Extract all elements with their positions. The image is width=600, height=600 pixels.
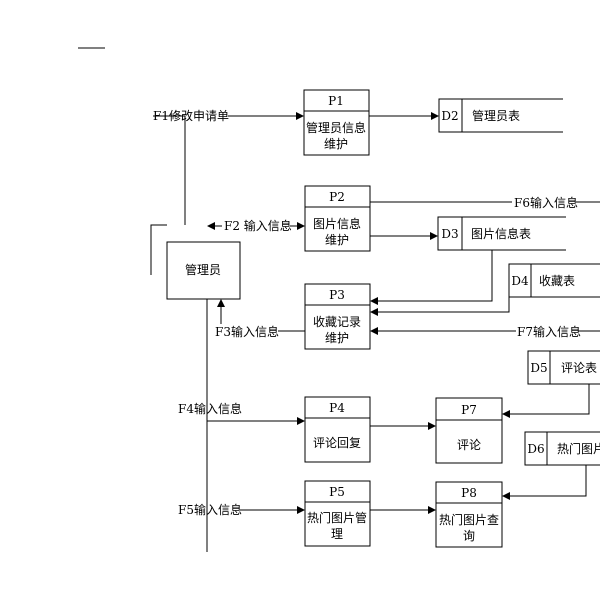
flow-f2: F2 输入信息 <box>207 218 305 233</box>
p5-label-1: 热门图片管 <box>307 510 367 525</box>
process-p8[interactable]: P8 热门图片查 询 <box>435 481 503 548</box>
process-p1[interactable]: P1 管理员信息 维护 <box>303 89 370 156</box>
p1-id: P1 <box>328 94 344 108</box>
d2-name: 管理员表 <box>472 108 520 123</box>
flow-f1-label: F1修改申请单 <box>153 108 229 123</box>
flow-p5-p8 <box>370 506 436 514</box>
process-p4[interactable]: P4 评论回复 <box>304 396 371 463</box>
p1-label-2: 维护 <box>324 137 348 151</box>
p5-label-2: 理 <box>331 527 343 541</box>
p8-id: P8 <box>461 486 477 500</box>
flow-p4-p7 <box>370 422 436 430</box>
flow-p1-d2 <box>369 112 439 120</box>
process-p3[interactable]: P3 收藏记录 维护 <box>304 283 371 350</box>
process-p5[interactable]: P5 热门图片管 理 <box>304 480 371 547</box>
p5-id: P5 <box>329 485 345 499</box>
flow-f3: F3输入信息 <box>214 299 305 339</box>
p1-label-1: 管理员信息 <box>306 120 366 135</box>
d6-name: 热门图片 <box>557 441 600 456</box>
store-d5[interactable]: D5 评论表 <box>527 350 600 385</box>
process-p2[interactable]: P2 图片信息 维护 <box>304 185 371 252</box>
store-d4[interactable]: D4 收藏表 <box>508 263 600 298</box>
flow-d4-p3 <box>370 281 510 316</box>
admin-entity[interactable]: 管理员 <box>166 241 241 300</box>
flow-f1: F1修改申请单 <box>153 108 304 225</box>
p8-label-1: 热门图片查 <box>439 512 499 527</box>
d4-id: D4 <box>511 274 529 288</box>
flow-f7: F7输入信息 <box>370 324 600 339</box>
d2-id: D2 <box>441 109 458 123</box>
p7-id: P7 <box>461 403 477 417</box>
admin-border-line <box>150 224 167 275</box>
d3-id: D3 <box>441 227 458 241</box>
d4-name: 收藏表 <box>539 274 575 288</box>
p4-id: P4 <box>329 401 345 415</box>
p2-label-1: 图片信息 <box>313 216 361 231</box>
d3-name: 图片信息表 <box>471 226 531 241</box>
flow-f5-label: F5输入信息 <box>178 502 242 517</box>
flow-f3-label: F3输入信息 <box>215 324 279 339</box>
flow-f6-label: F6输入信息 <box>514 195 578 210</box>
p3-id: P3 <box>329 288 345 302</box>
flow-f4: F4输入信息 <box>178 401 305 425</box>
flow-d5-p7 <box>502 384 590 418</box>
flow-f5: F5输入信息 <box>178 502 305 517</box>
p7-label-1: 评论 <box>457 438 481 452</box>
p3-label-2: 维护 <box>325 331 349 345</box>
d5-name: 评论表 <box>561 361 597 375</box>
store-d2[interactable]: D2 管理员表 <box>438 98 563 133</box>
p3-label-1: 收藏记录 <box>313 315 361 329</box>
flow-d3-p3 <box>370 250 493 305</box>
flow-p2-d3 <box>370 232 438 240</box>
store-d6[interactable]: D6 热门图片 <box>524 431 600 466</box>
store-d3[interactable]: D3 图片信息表 <box>437 216 566 251</box>
p8-label-2: 询 <box>463 529 475 543</box>
flow-f6: F6输入信息 <box>370 195 600 210</box>
p4-label-1: 评论回复 <box>313 436 361 450</box>
flow-d6-p8 <box>502 465 587 500</box>
d5-id: D5 <box>530 361 547 375</box>
flow-f7-label: F7输入信息 <box>517 324 581 339</box>
flow-f2-label: F2 输入信息 <box>224 218 292 233</box>
admin-label: 管理员 <box>185 262 221 277</box>
d6-id: D6 <box>527 442 544 456</box>
flow-f4-label: F4输入信息 <box>178 401 242 416</box>
p2-label-2: 维护 <box>325 233 349 247</box>
process-p7[interactable]: P7 评论 <box>435 397 503 464</box>
p2-id: P2 <box>329 190 345 204</box>
